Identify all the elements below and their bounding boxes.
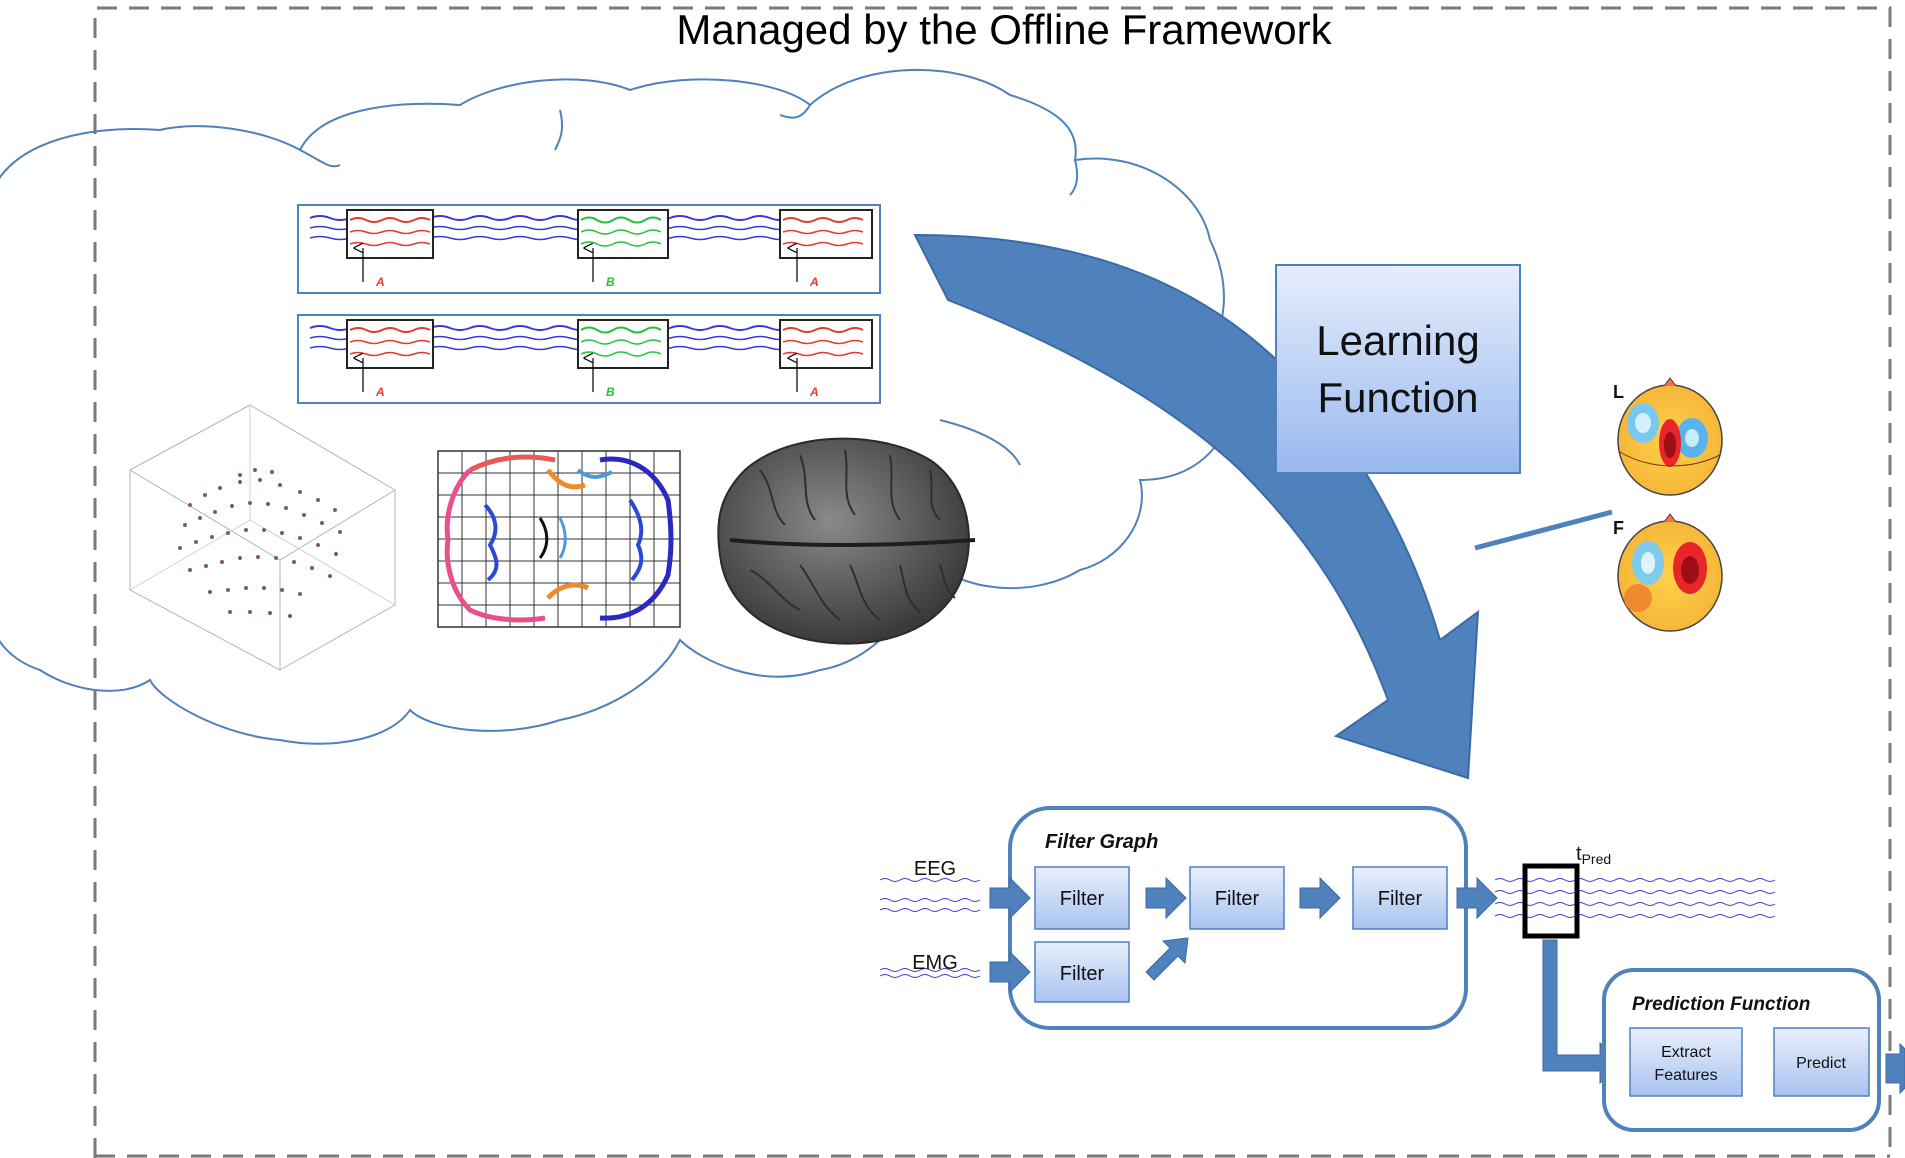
filter-box-label: Filter (1215, 888, 1260, 910)
topomap-lower-label: F (1613, 518, 1624, 538)
learning-function-line1: Learning (1316, 317, 1479, 364)
topomap-upper-label: L (1613, 382, 1624, 402)
filter-box-label: Filter (1060, 888, 1105, 910)
trial-marker-a: A (809, 385, 819, 399)
learning-function-box: Learning Function (1275, 264, 1521, 474)
emg-input-label: EMG (912, 952, 958, 974)
eeg-input-label: EEG (914, 858, 956, 880)
trial-marker-b: B (606, 275, 615, 289)
flow-arrows (989, 876, 1905, 1095)
extract-features-line1: Extract (1661, 1044, 1711, 1061)
filter-box: Filter (1034, 866, 1130, 930)
trial-marker-a: A (809, 275, 819, 289)
predict-label: Predict (1796, 1055, 1846, 1072)
learning-function-line2: Function (1317, 374, 1478, 421)
topomap-upper: L (1613, 377, 1723, 496)
trial-marker-a: A (375, 275, 385, 289)
electrode-scatter-3d (128, 404, 396, 671)
mri-slice-contours (437, 450, 681, 628)
prediction-window-label: tPred (1576, 843, 1611, 867)
eeg-trial-panel-1: A B A (297, 204, 881, 294)
filter-box: Filter (1352, 866, 1448, 930)
extract-features-line2: Features (1654, 1067, 1717, 1084)
trial-marker-b: B (606, 385, 615, 399)
framework-boundary (93, 6, 1892, 1158)
eeg-input-signal: EEG (879, 858, 981, 912)
filtered-output-signal (1494, 878, 1776, 918)
prediction-window (1522, 863, 1580, 939)
trial-marker-a: A (375, 385, 385, 399)
filter-box: Filter (1034, 941, 1130, 1003)
data-cloud (0, 68, 1232, 745)
brain-surface-render (717, 437, 976, 645)
extract-features-box: Extract Features (1629, 1027, 1743, 1097)
topomap-lower: F (1613, 513, 1723, 632)
topomap-connector (1474, 509, 1613, 551)
predict-box: Predict (1773, 1027, 1870, 1097)
prediction-function-title: Prediction Function (1632, 994, 1810, 1015)
eeg-trial-panel-2: A B A (297, 314, 881, 404)
filter-box: Filter (1189, 866, 1285, 930)
filter-graph-title: Filter Graph (1045, 831, 1158, 853)
emg-input-signal: EMG (879, 952, 981, 978)
filter-box-label: Filter (1060, 963, 1105, 985)
filter-box-label: Filter (1378, 888, 1423, 910)
framework-title: Managed by the Offline Framework (676, 6, 1332, 53)
learning-flow-arrow (913, 233, 1480, 780)
